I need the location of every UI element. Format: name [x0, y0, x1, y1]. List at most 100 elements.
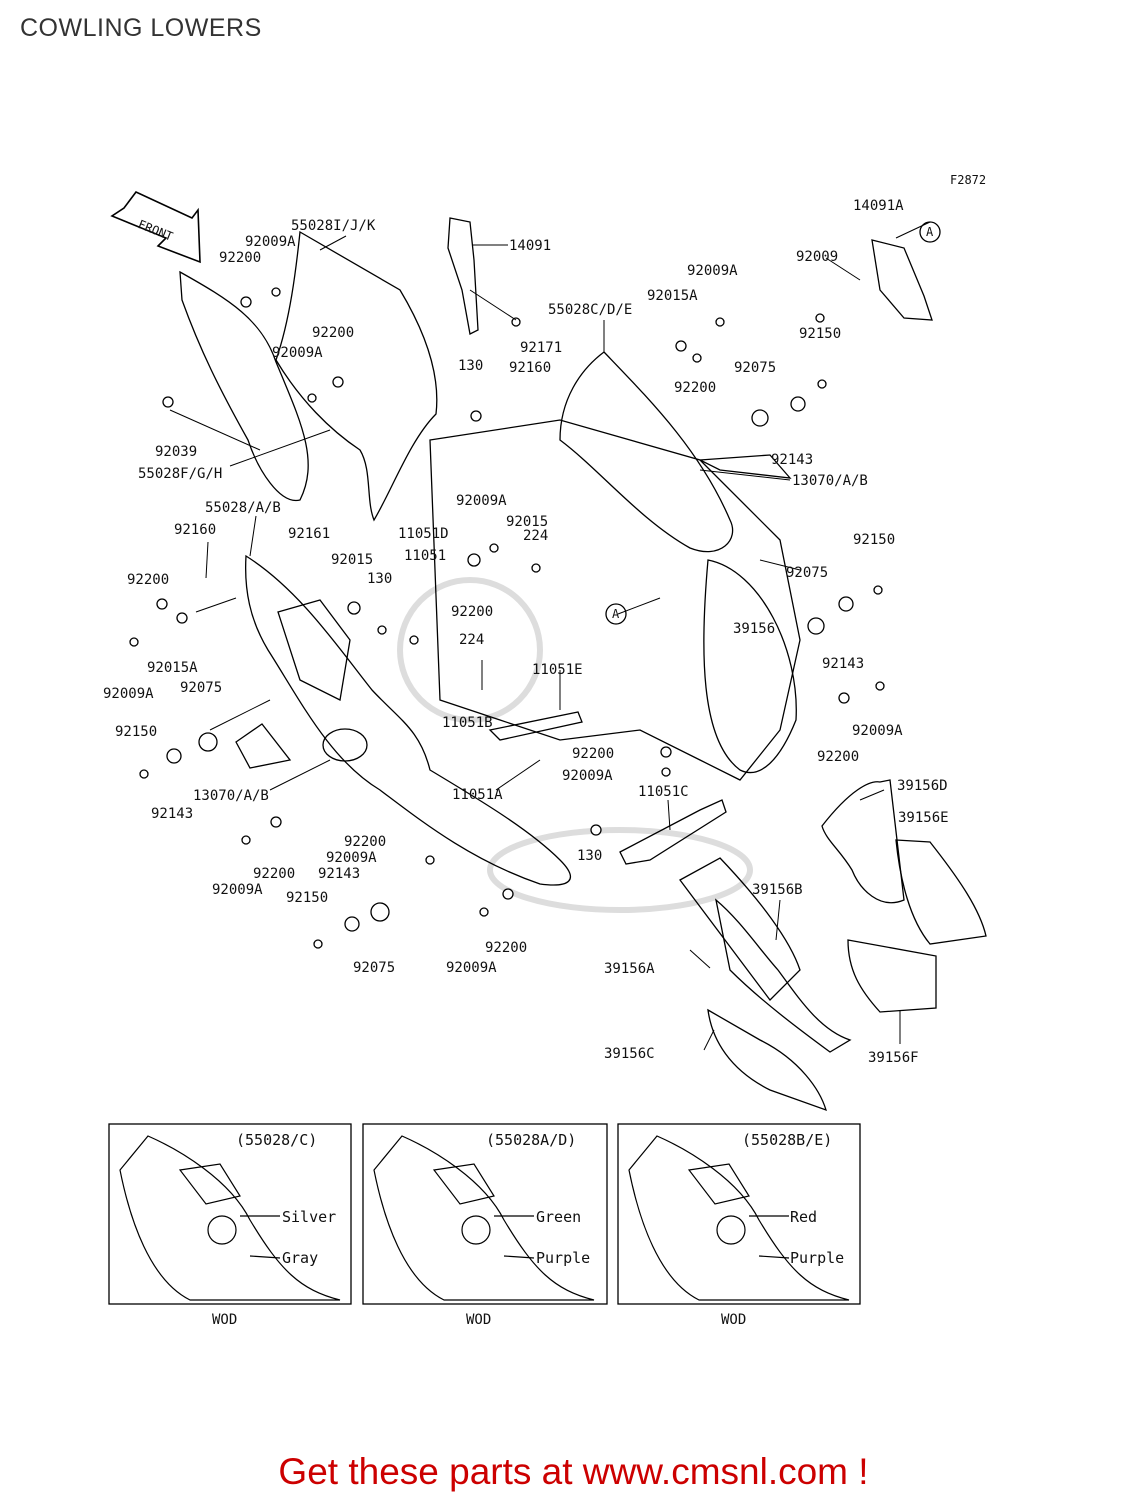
bracket-14091 — [447, 217, 479, 335]
callout: 130 — [367, 571, 392, 587]
callout: 92200 — [485, 940, 527, 956]
insulator-39156a — [715, 898, 852, 1053]
callout: 92143 — [318, 866, 360, 882]
callout: 92200 — [253, 866, 295, 882]
ref-marker-a-mid — [605, 603, 627, 625]
inset-lower-color: Gray — [282, 1249, 318, 1267]
inset-upper-color: Green — [536, 1208, 581, 1226]
inset-caption: WOD — [466, 1312, 491, 1328]
callout: 92009A — [446, 960, 497, 976]
callout-labels: F2872 FRONT 55028I/J/K 92009A 92200 9220… — [103, 173, 986, 1066]
callout: 55028F/G/H — [138, 466, 222, 482]
callout: 92009A — [272, 345, 323, 361]
callout: 92171 — [520, 340, 562, 356]
inset-upper-color: Silver — [282, 1208, 336, 1226]
callout: 39156B — [752, 882, 803, 898]
inset-code: (55028/C) — [236, 1131, 317, 1149]
callout: 92009A — [212, 882, 263, 898]
callout: 39156 — [733, 621, 775, 637]
cowl-vent-window — [277, 599, 351, 701]
upper-inner-cowl — [275, 230, 438, 522]
callout: 92009A — [852, 723, 903, 739]
fasteners — [129, 287, 885, 949]
callout: 92161 — [288, 526, 330, 542]
callout: 92015 — [506, 514, 548, 530]
callout: 92160 — [509, 360, 551, 376]
callout: 92009 — [796, 249, 838, 265]
inset-lower-color: Purple — [536, 1249, 590, 1267]
right-lower-cowl — [703, 559, 797, 774]
callout: 13070/A/B — [792, 473, 868, 489]
callout: 92015A — [647, 288, 698, 304]
callout: 92143 — [822, 656, 864, 672]
callout: 11051A — [452, 787, 503, 803]
insulator-39156d — [821, 779, 905, 904]
callout: 92143 — [151, 806, 193, 822]
callout: 130 — [577, 848, 602, 864]
callout: 55028C/D/E — [548, 302, 632, 318]
callout: 11051 — [404, 548, 446, 564]
inset-lower-color: Purple — [790, 1249, 844, 1267]
callout: 92200 — [674, 380, 716, 396]
callout: 92150 — [853, 532, 895, 548]
callout: 92075 — [786, 565, 828, 581]
stay-11051e — [488, 711, 583, 741]
callout: 92015 — [331, 552, 373, 568]
callout: 92200 — [127, 572, 169, 588]
inset-caption: WOD — [212, 1312, 237, 1328]
callout: 55028I/J/K — [291, 218, 376, 234]
inset-caption: WOD — [721, 1312, 746, 1328]
callout: 92075 — [180, 680, 222, 696]
page-title: COWLING LOWERS — [20, 14, 262, 42]
duct-13070-right — [697, 454, 792, 479]
bracket-14091a — [871, 239, 933, 321]
insulator-39156f — [847, 939, 937, 1013]
callout: 92075 — [734, 360, 776, 376]
callout: 92150 — [799, 326, 841, 342]
callout: 92200 — [312, 325, 354, 341]
callout: 92009A — [326, 850, 377, 866]
callout: 39156E — [898, 810, 949, 826]
callout: 92200 — [344, 834, 386, 850]
callout: 92009A — [245, 234, 296, 250]
callout: 92009A — [456, 493, 507, 509]
insulator-39156c — [707, 1008, 827, 1112]
callout: 39156D — [897, 778, 948, 794]
right-cowl — [559, 351, 734, 553]
stay-11051c — [619, 799, 727, 865]
lower-left-cowl — [244, 554, 572, 886]
callout: 92200 — [219, 250, 261, 266]
callout: 39156F — [868, 1050, 919, 1066]
callout: 224 — [459, 632, 484, 648]
inset-cowl-sketches — [119, 1135, 850, 1301]
leader-lines — [169, 221, 931, 1051]
inset-frames — [108, 1123, 861, 1305]
inset-code: (55028A/D) — [486, 1131, 576, 1149]
ref-marker-label: A — [926, 225, 934, 239]
front-arrow-icon — [110, 191, 201, 264]
parts-diagram: F2872 FRONT 55028I/J/K 92009A 92200 9220… — [103, 173, 987, 1328]
callout: 14091 — [509, 238, 551, 254]
callout: 92039 — [155, 444, 197, 460]
callout: 55028/A/B — [205, 500, 281, 516]
figure-code: F2872 — [950, 173, 986, 187]
callout: 92143 — [771, 452, 813, 468]
duct-13070-left — [235, 723, 292, 769]
callout: 14091A — [853, 198, 904, 214]
callout: 92150 — [115, 724, 157, 740]
front-label: FRONT — [136, 217, 175, 244]
callout: 13070/A/B — [193, 788, 269, 804]
inset-upper-color: Red — [790, 1208, 817, 1226]
callout: 39156A — [604, 961, 655, 977]
watermark-logo — [397, 577, 753, 913]
callout: 11051C — [638, 784, 689, 800]
callout: 92075 — [353, 960, 395, 976]
insulator-39156b — [679, 857, 801, 1001]
inset-code: (55028B/E) — [742, 1131, 832, 1149]
callout: 92009A — [562, 768, 613, 784]
footer-link[interactable]: Get these parts at www.cmsnl.com ! — [278, 1451, 869, 1492]
insulator-39156e — [895, 839, 987, 945]
callout: 92200 — [817, 749, 859, 765]
callout: 11051D — [398, 526, 449, 542]
callout: 92015A — [147, 660, 198, 676]
